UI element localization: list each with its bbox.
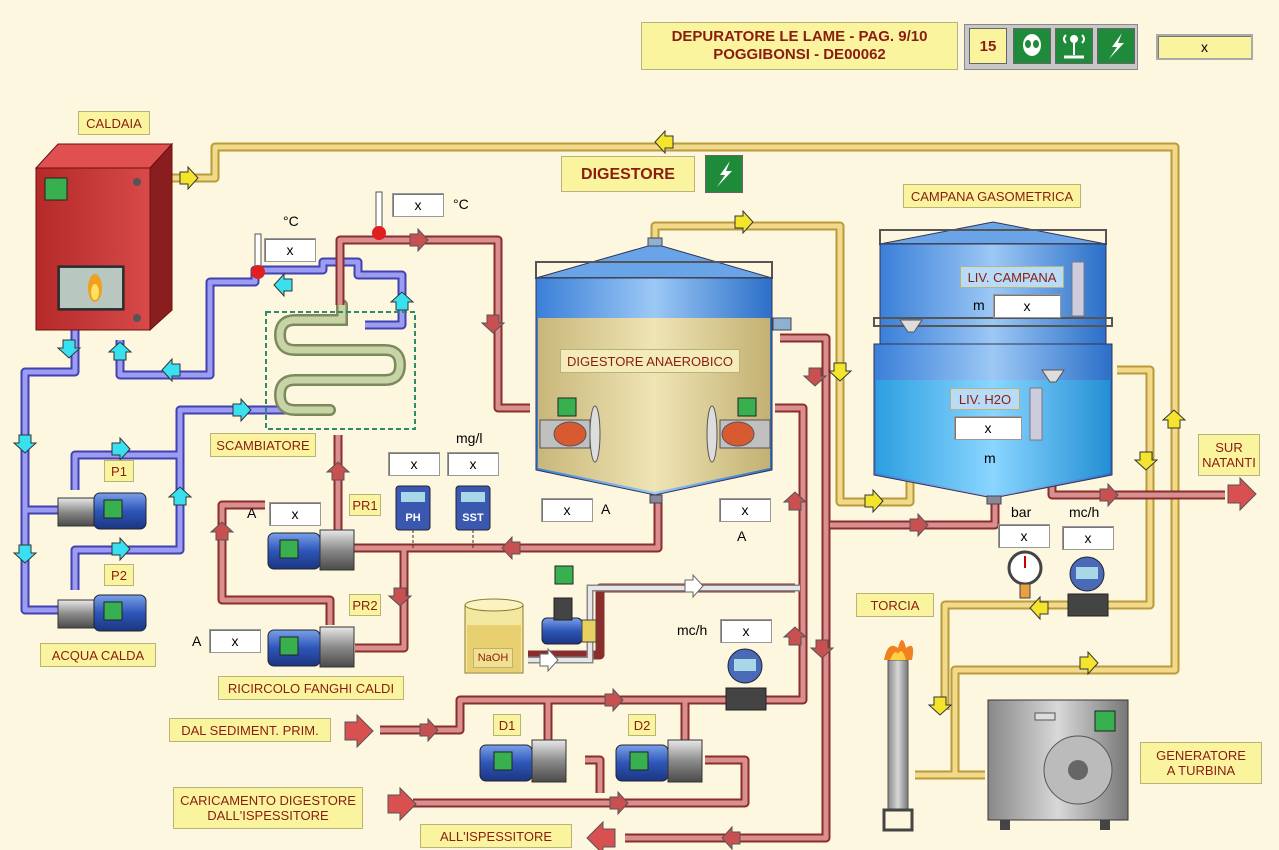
alien-icon <box>1023 34 1041 56</box>
instruments <box>251 191 1109 711</box>
exchanger-frame <box>265 311 416 430</box>
label-ph: PH <box>405 512 421 524</box>
label-liv-h2o: LIV. H2O <box>950 388 1020 410</box>
temp-top-value: x <box>392 193 444 217</box>
pr1-current-value: x <box>269 502 321 526</box>
label-campana: CAMPANA GASOMETRICA <box>903 184 1081 208</box>
status-value-field: x <box>1156 34 1253 60</box>
digestore-lightning-button[interactable] <box>705 155 743 193</box>
digester-mixers <box>539 405 771 463</box>
label-ricircolo: RICIRCOLO FANGHI CALDI <box>218 676 404 700</box>
digester-right-amp-unit: A <box>737 528 747 544</box>
alien-button[interactable] <box>1013 28 1051 64</box>
label-all-ispessitore: ALL'ISPESSITORE <box>420 824 572 848</box>
boiler <box>34 142 174 332</box>
label-d1: D1 <box>493 714 521 736</box>
label-generatore: GENERATORE A TURBINA <box>1140 742 1262 784</box>
pr1-amp-unit: A <box>247 505 257 521</box>
page-title-line2: POGGIBONSI - DE00062 <box>713 46 886 63</box>
label-acqua-calda: ACQUA CALDA <box>40 643 156 667</box>
page-title-line1: DEPURATORE LE LAME - PAG. 9/10 <box>671 28 928 45</box>
temp-left-value: x <box>264 238 316 262</box>
ph-value: x <box>388 452 440 476</box>
mgl-unit: mg/l <box>456 430 483 446</box>
label-d2: D2 <box>628 714 656 736</box>
sst-value: x <box>447 452 499 476</box>
temp-top-unit: °C <box>453 196 469 212</box>
temp-left-unit: °C <box>283 213 299 229</box>
turbine-generator <box>987 699 1129 830</box>
label-sst: SST <box>462 512 484 524</box>
lightning-button[interactable] <box>1097 28 1135 64</box>
label-digestore: DIGESTORE <box>561 156 695 192</box>
label-caldaia: CALDAIA <box>78 111 150 135</box>
pressure-value: x <box>998 524 1050 548</box>
status-lamps <box>44 177 1116 732</box>
torch-flare <box>882 640 914 832</box>
label-naoh: NaOH <box>473 648 513 668</box>
flow-arrows <box>12 129 1257 850</box>
pr2-current-value: x <box>209 629 261 653</box>
antenna-button[interactable] <box>1055 28 1093 64</box>
alarm-count-button[interactable]: 15 <box>969 28 1007 64</box>
liv-h2o-unit: m <box>984 450 996 466</box>
sludge-flow-value: x <box>720 619 772 643</box>
label-p1: P1 <box>104 460 134 482</box>
label-sur-natanti: SUR NATANTI <box>1198 434 1260 476</box>
label-dal-sediment: DAL SEDIMENT. PRIM. <box>169 718 331 742</box>
liv-campana-unit: m <box>973 297 985 313</box>
pressure-unit: bar <box>1011 504 1032 520</box>
label-liv-campana: LIV. CAMPANA <box>960 266 1064 288</box>
antenna-icon <box>1063 34 1085 59</box>
lightning-icon <box>1109 33 1124 59</box>
pr2-amp-unit: A <box>192 633 202 649</box>
digester-left-amp-unit: A <box>601 501 611 517</box>
lightning-icon <box>717 161 732 187</box>
label-torcia: TORCIA <box>856 593 934 617</box>
digester-left-current-value: x <box>541 498 593 522</box>
label-caricamento: CARICAMENTO DIGESTORE DALL'ISPESSITORE <box>173 787 363 829</box>
liv-h2o-value: x <box>954 416 1022 440</box>
sludge-flow-unit: mc/h <box>677 622 708 638</box>
label-digestore-anaerobico: DIGESTORE ANAEROBICO <box>560 349 740 373</box>
label-pr1: PR1 <box>349 494 381 516</box>
gas-flow-value: x <box>1062 526 1114 550</box>
digester-right-current-value: x <box>719 498 771 522</box>
page-title: DEPURATORE LE LAME - PAG. 9/10 POGGIBONS… <box>641 22 958 70</box>
liv-campana-value: x <box>993 294 1061 318</box>
gas-flow-unit: mc/h <box>1069 504 1100 520</box>
label-p2: P2 <box>104 564 134 586</box>
label-scambiatore: SCAMBIATORE <box>210 433 316 457</box>
pumps <box>57 492 703 783</box>
label-pr2: PR2 <box>349 594 381 616</box>
